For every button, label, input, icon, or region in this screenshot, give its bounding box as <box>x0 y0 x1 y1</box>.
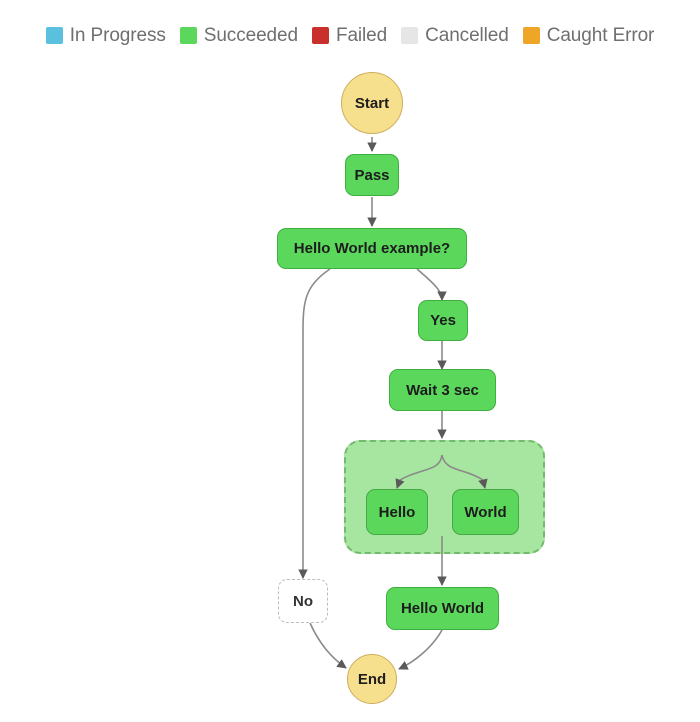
node-yes-label: Yes <box>430 312 456 329</box>
legend-label-failed: Failed <box>335 24 388 46</box>
legend-item-in-progress: In Progress <box>45 24 166 46</box>
node-pass-label: Pass <box>354 166 390 184</box>
legend-swatch-cancelled <box>401 26 419 44</box>
node-choice-label: Hello World example? <box>293 240 451 257</box>
edge-helloworld-end <box>398 629 443 670</box>
node-pass[interactable]: Pass <box>345 154 399 196</box>
status-legend: In Progress Succeeded Failed Cancelled C… <box>0 0 700 62</box>
node-start-label: Start <box>354 94 390 112</box>
node-choice-hello-world-example[interactable]: Hello World example? <box>277 228 467 269</box>
node-hello-world-label: Hello World <box>400 600 485 617</box>
legend-item-cancelled: Cancelled <box>401 26 509 45</box>
legend-label-in-progress: In Progress <box>69 24 166 46</box>
node-no-label: No <box>293 592 313 610</box>
node-world[interactable]: World <box>452 489 519 535</box>
legend-label-cancelled: Cancelled <box>425 24 509 46</box>
edge-choice-no <box>298 268 331 579</box>
node-hello-label: Hello <box>378 503 416 521</box>
node-world-label: World <box>464 503 507 521</box>
node-wait-3-sec[interactable]: Wait 3 sec <box>389 369 496 411</box>
node-start[interactable]: Start <box>341 72 403 134</box>
legend-swatch-in-progress <box>45 26 63 44</box>
node-wait-label: Wait 3 sec <box>406 381 479 399</box>
node-end[interactable]: End <box>347 654 397 704</box>
legend-item-succeeded: Succeeded <box>179 24 298 46</box>
legend-item-caught-error: Caught Error <box>522 24 655 46</box>
legend-item-failed: Failed <box>311 24 388 46</box>
edge-no-end <box>309 622 347 669</box>
legend-swatch-failed <box>311 26 329 44</box>
legend-label-succeeded: Succeeded <box>203 24 298 46</box>
node-end-label: End <box>357 670 387 688</box>
node-hello[interactable]: Hello <box>366 489 428 535</box>
edge-choice-yes <box>416 268 447 301</box>
node-no[interactable]: No <box>278 579 328 623</box>
legend-swatch-caught-error <box>522 26 540 44</box>
node-yes[interactable]: Yes <box>418 300 468 341</box>
legend-label-caught-error: Caught Error <box>546 24 655 46</box>
node-hello-world[interactable]: Hello World <box>386 587 499 630</box>
legend-swatch-succeeded <box>179 26 197 44</box>
